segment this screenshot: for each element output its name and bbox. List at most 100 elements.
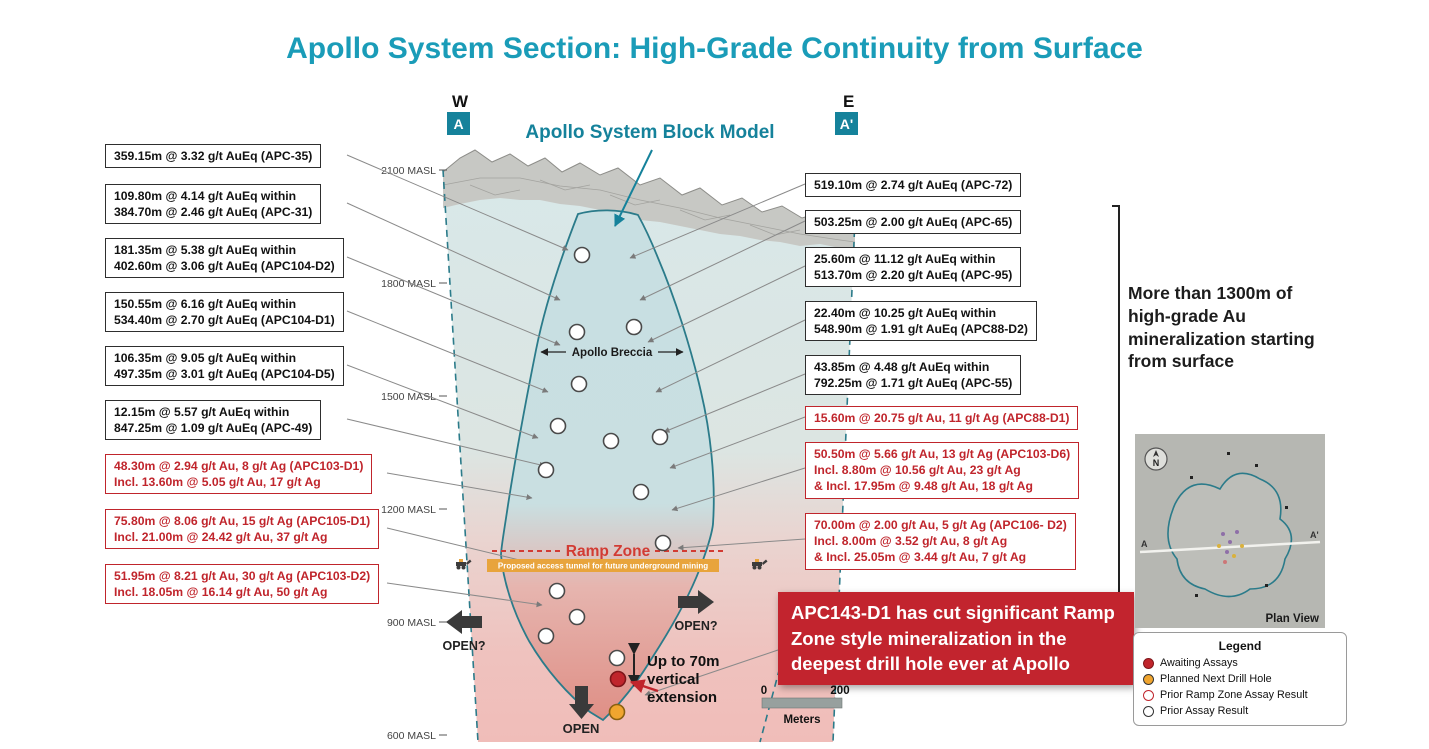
callout-line: 22.40m @ 10.25 g/t AuEq within (814, 306, 997, 320)
callout-line: 181.35m @ 5.38 g/t AuEq within (114, 243, 297, 257)
awaiting-assay-pointer (629, 679, 659, 694)
apollo-outline (1167, 472, 1293, 598)
plan-view-inset: N A A' Plan View (1135, 434, 1325, 628)
callout-line: 548.90m @ 1.91 g/t AuEq (APC88-D2) (814, 322, 1028, 337)
open-left-arrow (446, 610, 482, 634)
callout-line: 109.80m @ 4.14 g/t AuEq within (114, 189, 297, 203)
callout-apc105-d1: 75.80m @ 8.06 g/t Au, 15 g/t Ag (APC105-… (105, 509, 380, 550)
callout-line: 513.70m @ 2.20 g/t AuEq (APC-95) (814, 268, 1013, 283)
breccia-label: Apollo Breccia (572, 347, 653, 359)
legend-label: Prior Ramp Zone Assay Result (1160, 689, 1308, 701)
legend-title: Legend (1218, 639, 1262, 653)
callout-line: 384.70m @ 2.46 g/t AuEq (APC-31) (114, 205, 313, 220)
callout-line: Incl. 18.05m @ 16.14 g/t Au, 50 g/t Ag (114, 585, 328, 600)
callout-apc-65: 503.25m @ 2.00 g/t AuEq (APC-65) (805, 210, 1022, 235)
legend-item-awaiting: Awaiting Assays (1143, 657, 1337, 669)
callout-apc-95: 25.60m @ 11.12 g/t AuEq within 513.70m @… (805, 247, 1022, 288)
callout-line: 50.50m @ 5.66 g/t Au, 13 g/t Ag (APC103-… (814, 447, 1071, 461)
continuity-bracket (1112, 205, 1120, 649)
open-right-label: OPEN? (674, 619, 717, 633)
elevation-label: 1800 MASL (381, 278, 436, 290)
callout-line: 43.85m @ 4.48 g/t AuEq within (814, 360, 990, 374)
callout-line: 51.95m @ 8.21 g/t Au, 30 g/t Ag (APC103-… (114, 569, 371, 583)
callout-line: 503.25m @ 2.00 g/t AuEq (APC-65) (814, 215, 1013, 229)
scale-max: 200 (830, 685, 849, 697)
elevation-scale: 2100 MASL 1800 MASL 1500 MASL 1200 MASL … (381, 165, 447, 742)
elevation-label: 1500 MASL (381, 391, 436, 403)
legend-label: Prior Assay Result (1160, 705, 1249, 717)
callout-apc103-d6: 50.50m @ 5.66 g/t Au, 13 g/t Ag (APC103-… (805, 442, 1080, 499)
legend: Legend Awaiting Assays Planned Next Dril… (1133, 632, 1347, 726)
callout-line: 150.55m @ 6.16 g/t AuEq within (114, 297, 297, 311)
callout-line: 847.25m @ 1.09 g/t AuEq (APC-49) (114, 421, 313, 436)
callout-line: 12.15m @ 5.57 g/t AuEq within (114, 405, 290, 419)
scale-zero: 0 (761, 685, 767, 697)
block-model-label: Apollo System Block Model (525, 122, 775, 143)
elevation-label: 600 MASL (387, 730, 436, 742)
open-left-label: OPEN? (442, 639, 485, 653)
callout-line: 25.60m @ 11.12 g/t AuEq within (814, 252, 996, 266)
callout-line: Incl. 21.00m @ 24.42 g/t Au, 37 g/t Ag (114, 530, 328, 545)
plan-view-caption: Plan View (1266, 613, 1320, 625)
callout-line: & Incl. 25.05m @ 3.44 g/t Au, 7 g/t Ag (814, 550, 1027, 565)
topography-texture (442, 177, 856, 243)
elevation-label: 900 MASL (387, 617, 436, 629)
breccia-width-label: Apollo Breccia (540, 347, 684, 359)
callout-line: 534.40m @ 2.70 g/t AuEq (APC104-D1) (114, 313, 335, 328)
page-title: Apollo System Section: High-Grade Contin… (286, 32, 1143, 65)
callout-line: 402.60m @ 3.06 g/t AuEq (APC104-D2) (114, 259, 335, 274)
continuity-note: More than 1300m of high-grade Au mineral… (1128, 283, 1315, 372)
drill-trace-dots (1217, 530, 1244, 564)
awaiting-assays-icon (1143, 657, 1154, 669)
callout-line: 497.35m @ 3.01 g/t AuEq (APC104-D5) (114, 367, 335, 382)
callout-apc-49: 12.15m @ 5.57 g/t AuEq within 847.25m @ … (105, 400, 322, 441)
callout-apc106-d2: 70.00m @ 2.00 g/t Au, 5 g/t Ag (APC106- … (805, 513, 1076, 570)
ramp-zone-label: Ramp Zone (566, 543, 651, 560)
excavator-icon (456, 559, 472, 570)
callout-line: 106.35m @ 9.05 g/t AuEq within (114, 351, 297, 365)
elevation-label: 1200 MASL (381, 504, 436, 516)
prior-assay-markers (537, 246, 672, 667)
callout-apc88-d2: 22.40m @ 10.25 g/t AuEq within 548.90m @… (805, 301, 1037, 342)
callout-line: & Incl. 17.95m @ 9.48 g/t Au, 18 g/t Ag (814, 479, 1033, 494)
callout-apc103-d2: 51.95m @ 8.21 g/t Au, 30 g/t Ag (APC103-… (105, 564, 380, 605)
elevation-label: 2100 MASL (381, 165, 436, 177)
prior-assay-icon (1143, 705, 1154, 717)
section-marker-a-prime: A' (835, 112, 858, 135)
apc143-highlight: APC143-D1 has cut significant Ramp Zone … (778, 592, 1134, 685)
callout-apc-72: 519.10m @ 2.74 g/t AuEq (APC-72) (805, 173, 1022, 198)
open-right-arrow (678, 590, 714, 614)
legend-item-ramp-zone: Prior Ramp Zone Assay Result (1143, 689, 1337, 701)
topography-band (443, 150, 855, 252)
callout-apc104-d5: 106.35m @ 9.05 g/t AuEq within 497.35m @… (105, 346, 344, 387)
plan-a-prime-label: A' (1310, 530, 1319, 540)
ramp-zone-label-group: Ramp Zone (492, 543, 724, 560)
section-marker-a: A (447, 112, 470, 135)
ramp-zone-assay-icon (1143, 689, 1154, 701)
east-label: E (843, 92, 855, 111)
legend-label: Awaiting Assays (1160, 657, 1238, 669)
compass-n-label: N (1153, 458, 1160, 468)
callout-line: Incl. 8.00m @ 3.52 g/t Au, 8 g/t Ag (814, 534, 1008, 549)
callout-line: Incl. 13.60m @ 5.05 g/t Au, 17 g/t Ag (114, 475, 321, 490)
legend-label: Planned Next Drill Hole (1160, 673, 1272, 685)
callout-line: 75.80m @ 8.06 g/t Au, 15 g/t Ag (APC105-… (114, 514, 371, 528)
callout-line: 359.15m @ 3.32 g/t AuEq (APC-35) (114, 149, 313, 163)
extension-line: Up to 70m (647, 653, 720, 670)
callout-apc-55: 43.85m @ 4.48 g/t AuEq within 792.25m @ … (805, 355, 1022, 396)
callout-apc88-d1: 15.60m @ 20.75 g/t Au, 11 g/t Ag (APC88-… (805, 406, 1079, 431)
tunnel-band (487, 559, 719, 572)
callout-apc-31: 109.80m @ 4.14 g/t AuEq within 384.70m @… (105, 184, 322, 225)
awaiting-assays-marker (609, 670, 627, 688)
plan-view-map: N A A' Plan View (1135, 434, 1325, 628)
legend-item-planned: Planned Next Drill Hole (1143, 673, 1337, 685)
block-model-arrow (614, 149, 653, 227)
station-dots (1190, 452, 1288, 597)
callout-apc104-d1: 150.55m @ 6.16 g/t AuEq within 534.40m @… (105, 292, 344, 333)
callout-line: 15.60m @ 20.75 g/t Au, 11 g/t Ag (APC88-… (814, 411, 1070, 425)
open-down-arrow (569, 686, 594, 719)
callout-leader-lines (346, 154, 806, 697)
callout-apc-35: 359.15m @ 3.32 g/t AuEq (APC-35) (105, 144, 322, 169)
callout-line: 48.30m @ 2.94 g/t Au, 8 g/t Ag (APC103-D… (114, 459, 364, 473)
